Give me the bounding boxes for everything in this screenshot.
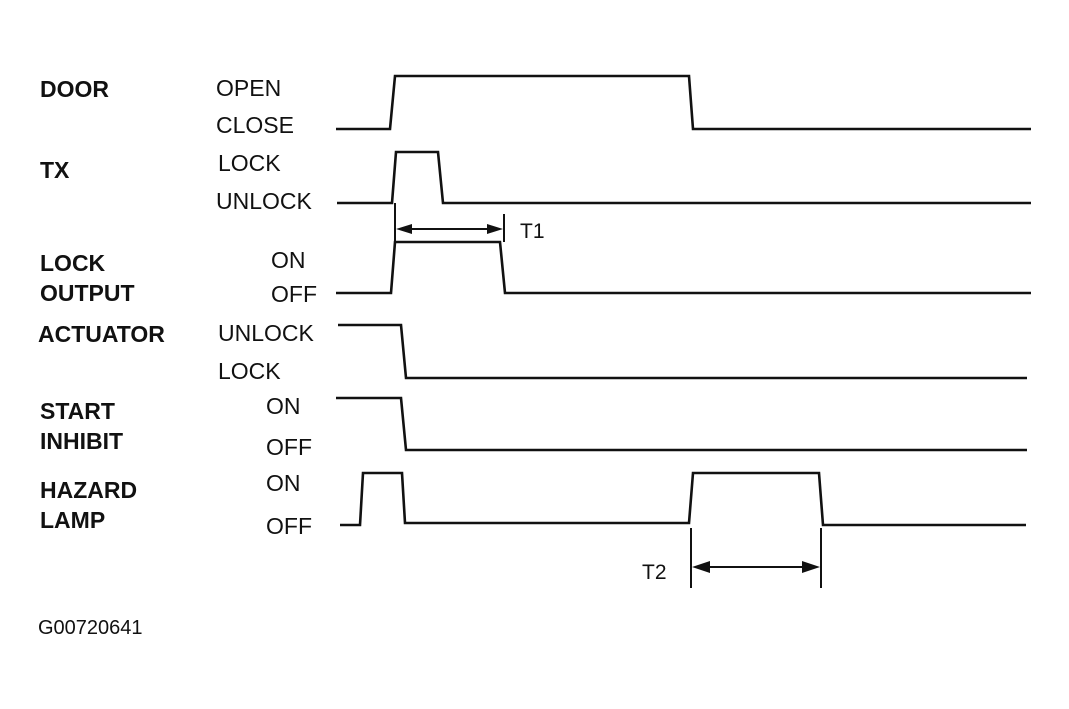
signal-name-start-inhibit-line2: INHIBIT — [40, 428, 123, 454]
t1-arrowhead-left — [396, 224, 412, 234]
state-label-start-inhibit-off: OFF — [266, 434, 312, 460]
signal-name-hazard-lamp-line1: HAZARD — [40, 477, 137, 503]
state-label-actuator-lock: LOCK — [218, 358, 281, 384]
state-label-door-open: OPEN — [216, 75, 281, 101]
signal-name-hazard-lamp-line2: LAMP — [40, 507, 105, 533]
state-label-actuator-unlock: UNLOCK — [218, 320, 315, 346]
state-label-tx-lock: LOCK — [218, 150, 281, 176]
signal-name-actuator: ACTUATOR — [38, 321, 165, 347]
t2-label: T2 — [642, 561, 667, 584]
figure-id: G00720641 — [38, 617, 143, 639]
state-label-lock-output-on: ON — [271, 247, 306, 273]
signal-name-tx: TX — [40, 157, 70, 183]
signal-name-lock-output-line2: OUTPUT — [40, 280, 135, 306]
waveform-lock-output — [336, 240, 1031, 295]
waveform-door — [336, 74, 1031, 131]
state-label-hazard-lamp-on: ON — [266, 470, 301, 496]
state-label-start-inhibit-on: ON — [266, 393, 301, 419]
waveform-hazard-lamp — [340, 471, 1026, 527]
waveform-start-inhibit — [336, 396, 1027, 452]
t1-arrowhead-right — [487, 224, 503, 234]
signal-name-start-inhibit-line1: START — [40, 398, 115, 424]
state-label-door-close: CLOSE — [216, 112, 294, 138]
signal-name-door: DOOR — [40, 76, 109, 102]
signal-name-lock-output-line1: LOCK — [40, 250, 106, 276]
waveform-actuator — [338, 323, 1027, 380]
state-label-tx-unlock: UNLOCK — [216, 188, 313, 214]
t2-arrowhead-left — [692, 561, 710, 573]
state-label-lock-output-off: OFF — [271, 281, 317, 307]
waveform-tx — [337, 150, 1031, 205]
state-label-hazard-lamp-off: OFF — [266, 513, 312, 539]
t1-label: T1 — [520, 220, 545, 243]
t2-arrowhead-right — [802, 561, 820, 573]
